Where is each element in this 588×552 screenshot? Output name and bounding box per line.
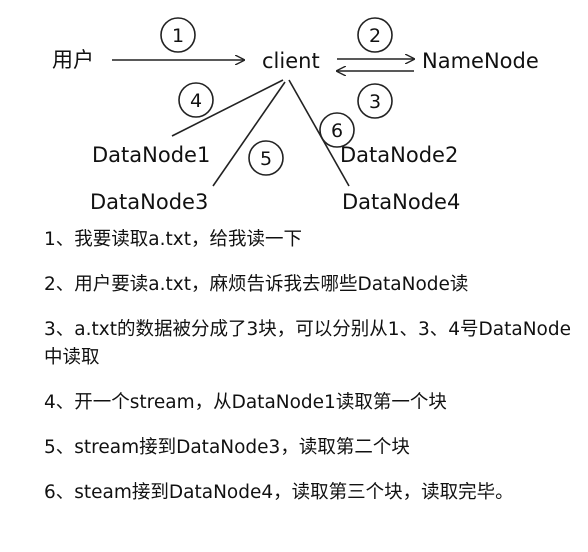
step-marker-4-label: 4 [190, 90, 202, 112]
step-item: 3、a.txt的数据被分成了3块，可以分别从1、3、4号DataNode中读取 [44, 319, 571, 368]
step-marker-1: 1 [160, 17, 196, 53]
client-datanode1-line [171, 79, 284, 137]
datanode1-node: DataNode1 [92, 143, 210, 167]
step-marker-3-label: 3 [369, 91, 381, 113]
step-marker-5-label: 5 [260, 148, 272, 170]
step-marker-4: 4 [178, 82, 214, 118]
datanode4-node: DataNode4 [342, 190, 460, 214]
step-item: 6、steam接到DataNode4，读取第三个块，读取完毕。 [44, 482, 514, 503]
step-marker-2-label: 2 [369, 25, 381, 47]
step-item: 1、我要读取a.txt，给我读一下 [44, 229, 302, 250]
step-marker-1-label: 1 [172, 25, 184, 47]
step-item: 2、用户要读a.txt，麻烦告诉我去哪些DataNode读 [44, 274, 469, 295]
datanode3-node: DataNode3 [90, 190, 208, 214]
client-datanode3-line [212, 81, 286, 187]
step-marker-2: 2 [357, 17, 393, 53]
read-flow-diagram: 用户 client NameNode DataNode1 DataNode2 D… [52, 17, 539, 214]
step-item: 5、stream接到DataNode3，读取第二个块 [44, 437, 410, 458]
step-item: 4、开一个stream，从DataNode1读取第一个块 [44, 392, 447, 413]
datanode2-node: DataNode2 [340, 143, 458, 167]
client-node: client [262, 49, 320, 73]
user-node: 用户 [52, 48, 94, 72]
client-datanode4-line [288, 79, 350, 187]
namenode-node: NameNode [422, 49, 539, 73]
step-list: 1、我要读取a.txt，给我读一下 2、用户要读a.txt，麻烦告诉我去哪些Da… [44, 226, 580, 524]
step-marker-6: 6 [319, 112, 355, 148]
step-marker-6-label: 6 [331, 120, 343, 142]
step-marker-5: 5 [248, 140, 284, 176]
step-marker-3: 3 [357, 83, 393, 119]
